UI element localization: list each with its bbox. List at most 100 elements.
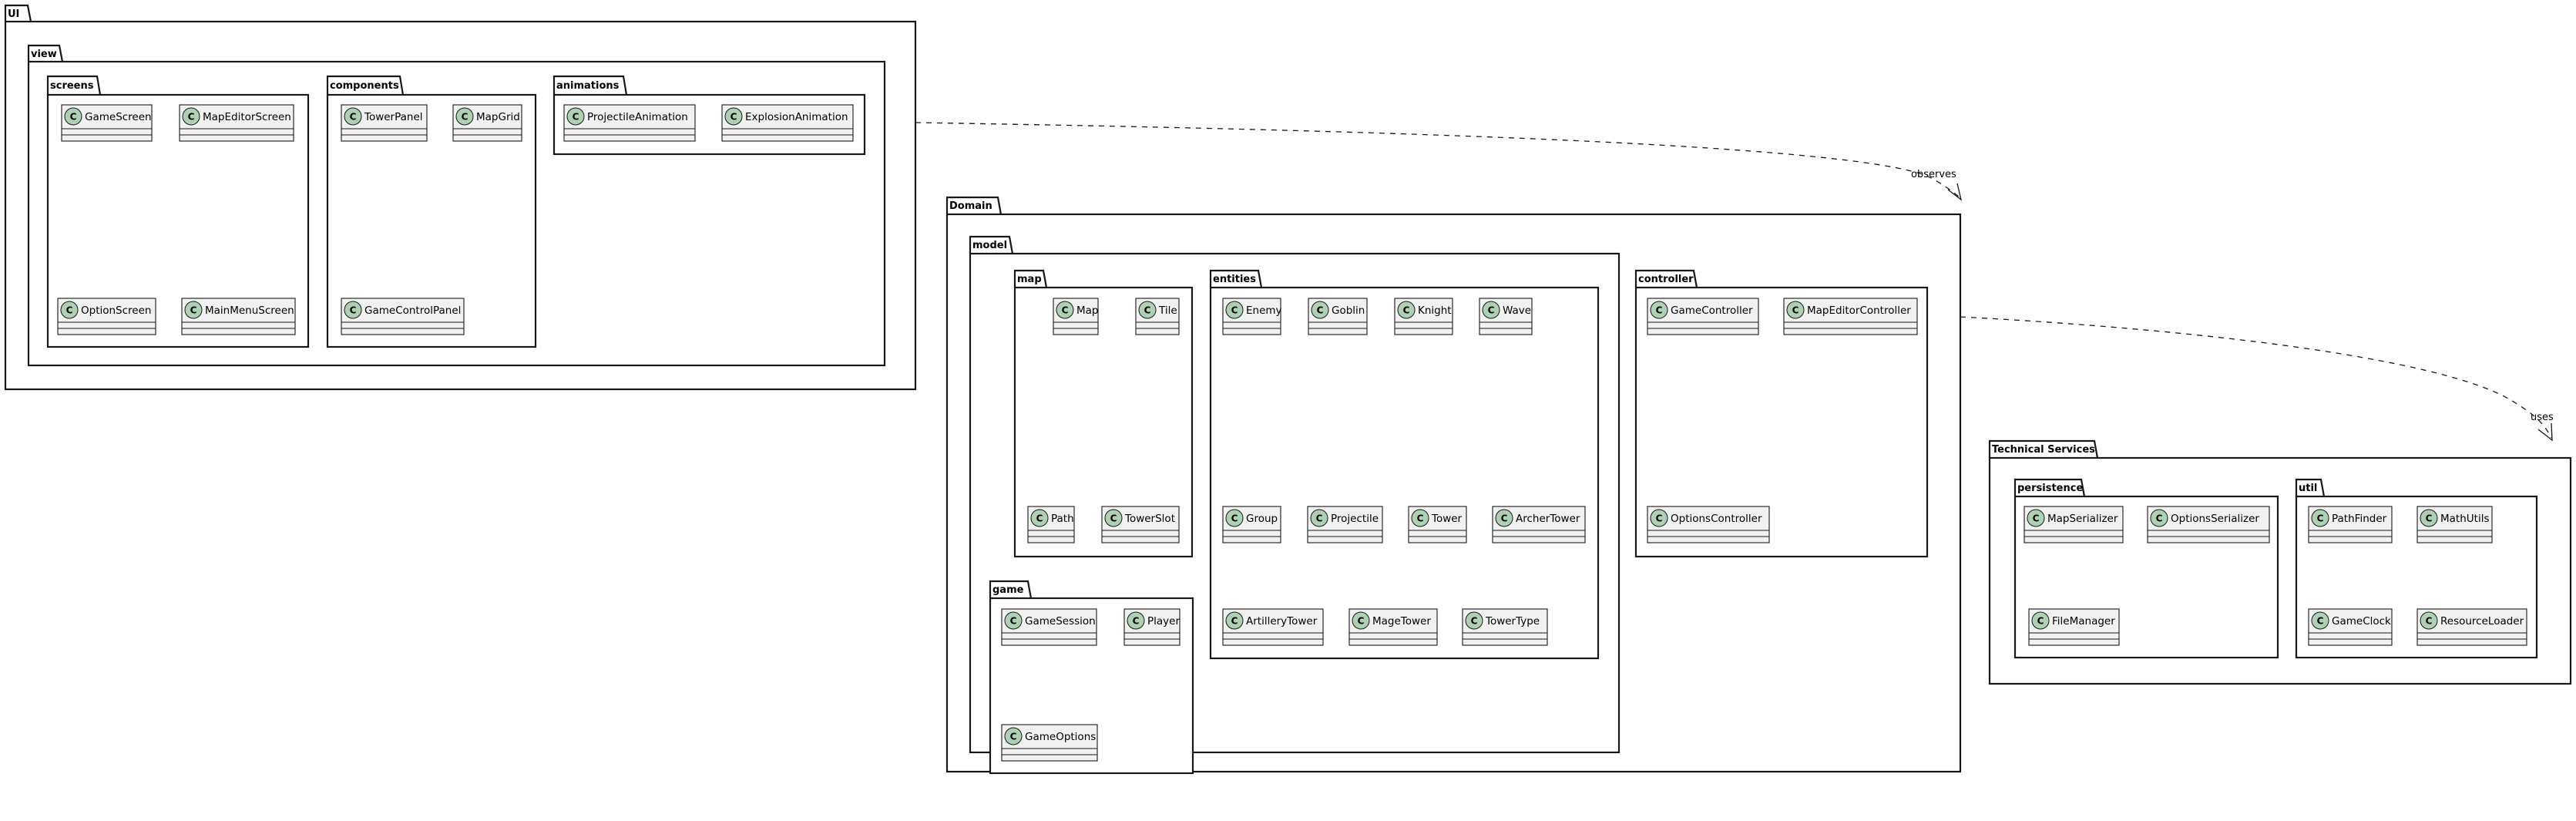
svg-text:C: C — [1417, 513, 1424, 524]
class-name: MapEditorController — [1807, 305, 1911, 317]
class-box[interactable]: C TowerSlot — [1101, 506, 1180, 543]
class-box[interactable]: C Map — [1053, 298, 1099, 335]
class-name: OptionScreen — [81, 305, 151, 317]
class-box[interactable]: C GameControlPanel — [341, 298, 465, 335]
svg-text:C: C — [1792, 305, 1799, 316]
class-name: OptionsController — [1671, 513, 1762, 525]
svg-text:C: C — [1110, 513, 1117, 524]
svg-text:C: C — [2037, 616, 2044, 627]
class-name: Goblin — [1332, 305, 1365, 317]
class-box[interactable]: C MainMenuScreen — [181, 298, 296, 335]
class-box[interactable]: C OptionsSerializer — [2147, 506, 2270, 543]
class-box[interactable]: C OptionsController — [1647, 506, 1770, 543]
package-view-label: view — [31, 49, 57, 60]
package-persistence-label: persistence — [2017, 483, 2083, 494]
class-box[interactable]: C ResourceLoader — [2416, 608, 2527, 646]
class-name: Projectile — [1331, 513, 1379, 525]
class-name: GameController — [1671, 305, 1753, 317]
class-name: TowerSlot — [1124, 513, 1175, 525]
dependency-observes: observes — [915, 122, 1963, 201]
class-box[interactable]: C MathUtils — [2416, 506, 2493, 543]
class-box[interactable]: C ArtilleryTower — [1222, 608, 1324, 646]
class-name: Path — [1051, 513, 1074, 525]
class-box[interactable]: C Projectile — [1307, 506, 1383, 543]
class-box[interactable]: C ArcherTower — [1492, 506, 1586, 543]
svg-text:C: C — [2317, 616, 2324, 627]
svg-text:C: C — [1010, 616, 1017, 627]
class-box[interactable]: C OptionScreen — [57, 298, 156, 335]
class-name: OptionsSerializer — [2171, 513, 2259, 525]
svg-text:C: C — [190, 305, 197, 316]
package-domain-label: Domain — [949, 200, 992, 212]
dependency-uses: uses — [1960, 316, 2554, 442]
class-box[interactable]: C Knight — [1394, 298, 1453, 335]
svg-text:C: C — [2033, 513, 2040, 524]
class-box[interactable]: C Goblin — [1308, 298, 1368, 335]
package-model-label: model — [972, 240, 1007, 251]
class-box[interactable]: C MapEditorScreen — [179, 104, 294, 142]
package-technical-services-label: Technical Services — [1992, 444, 2095, 456]
svg-text:C: C — [1010, 732, 1017, 742]
svg-text:C: C — [1358, 616, 1365, 627]
class-box[interactable]: C ProjectileAnimation — [563, 104, 696, 142]
class-name: ProjectileAnimation — [587, 111, 688, 123]
package-animations-label: animations — [556, 80, 620, 92]
svg-text:C: C — [350, 112, 357, 123]
dependency-uses-label: uses — [2531, 412, 2554, 423]
svg-text:C: C — [1316, 513, 1323, 524]
class-box[interactable]: C ExplosionAnimation — [721, 104, 854, 142]
svg-text:C: C — [1144, 305, 1151, 316]
class-name: GameClock — [2332, 615, 2391, 628]
class-box[interactable]: C Enemy — [1222, 298, 1282, 335]
class-name: Enemy — [1246, 305, 1282, 317]
class-box[interactable]: C GameController — [1647, 298, 1759, 335]
svg-text:C: C — [350, 305, 357, 316]
class-name: Map — [1076, 305, 1099, 317]
package-components-label: components — [330, 80, 399, 92]
package-map-label: map — [1017, 274, 1042, 285]
class-box[interactable]: C Path — [1027, 506, 1075, 543]
class-name: Knight — [1418, 305, 1452, 317]
class-name: Group — [1246, 513, 1278, 525]
class-name: MageTower — [1372, 615, 1431, 628]
svg-text:C: C — [1036, 513, 1043, 524]
svg-text:C: C — [2317, 513, 2324, 524]
package-controller-label: controller — [1638, 274, 1694, 285]
class-box[interactable]: C TowerPanel — [341, 104, 428, 142]
class-box[interactable]: C Tile — [1135, 298, 1180, 335]
class-box[interactable]: C MapGrid — [452, 104, 522, 142]
svg-text:C: C — [1231, 616, 1238, 627]
svg-text:C: C — [1317, 305, 1324, 316]
class-box[interactable]: C FileManager — [2028, 608, 2120, 646]
svg-text:C: C — [573, 112, 579, 123]
class-box[interactable]: C GameSession — [1001, 608, 1097, 646]
class-box[interactable]: C Player — [1123, 608, 1181, 646]
class-name: GameControlPanel — [364, 305, 461, 317]
svg-text:C: C — [1488, 305, 1495, 316]
class-box[interactable]: C GameScreen — [61, 104, 153, 142]
svg-text:C: C — [1656, 513, 1663, 524]
svg-text:C: C — [730, 112, 737, 123]
class-name: PathFinder — [2332, 513, 2387, 525]
class-box[interactable]: C MageTower — [1348, 608, 1438, 646]
svg-text:C: C — [70, 112, 77, 123]
class-box[interactable]: C PathFinder — [2308, 506, 2393, 543]
class-name: FileManager — [2052, 615, 2115, 628]
class-name: Tile — [1158, 305, 1177, 317]
class-name: MathUtils — [2440, 513, 2489, 525]
class-box[interactable]: C TowerType — [1462, 608, 1548, 646]
svg-text:C: C — [1062, 305, 1069, 316]
class-box[interactable]: C MapSerializer — [2024, 506, 2124, 543]
class-box[interactable]: C GameClock — [2308, 608, 2393, 646]
svg-text:C: C — [66, 305, 73, 316]
svg-text:C: C — [462, 112, 469, 123]
class-name: MapSerializer — [2047, 513, 2118, 525]
class-box[interactable]: C Group — [1222, 506, 1281, 543]
class-box[interactable]: C Wave — [1479, 298, 1533, 335]
class-name: MapEditorScreen — [203, 111, 291, 123]
svg-text:C: C — [1403, 305, 1410, 316]
class-box[interactable]: C Tower — [1408, 506, 1467, 543]
class-box[interactable]: C GameOptions — [1001, 724, 1098, 762]
class-box[interactable]: C MapEditorController — [1783, 298, 1918, 335]
class-name: GameOptions — [1025, 731, 1096, 743]
